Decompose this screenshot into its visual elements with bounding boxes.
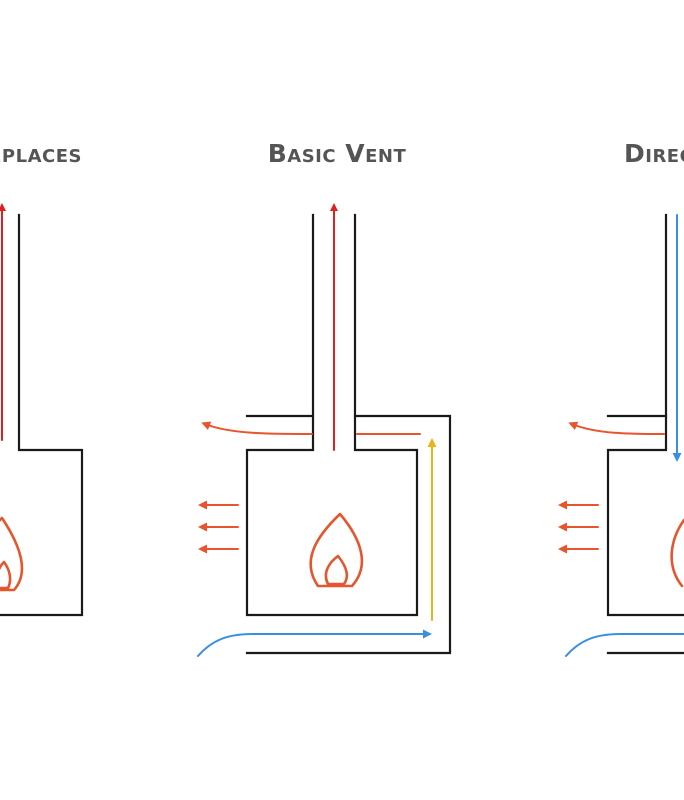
traditional-flame-inner-icon	[0, 560, 12, 590]
basic-hot-air-out-arrow	[201, 421, 313, 435]
direct-flame-icon	[670, 518, 684, 588]
basic-flame-icon	[309, 512, 364, 588]
direct-cool-air-intake-arrow	[565, 633, 684, 657]
panel-basic-vent: Basic Vent	[197, 139, 452, 657]
panel-traditional: Traditional Fireplaces	[0, 139, 84, 617]
traditional-flame-icon	[0, 516, 24, 592]
basic-outer-jacket	[245, 414, 452, 655]
panel-direct-vent: Direct Vent	[558, 139, 684, 657]
basic-inner-wall	[245, 213, 419, 617]
traditional-wall	[0, 213, 84, 617]
panel-title-direct-vent: Direct Vent	[624, 139, 684, 168]
direct-hot-air-out-arrow	[568, 421, 665, 435]
direct-inner-wall	[606, 213, 684, 617]
basic-flame-inner-icon	[324, 554, 349, 586]
panel-title-traditional: Traditional Fireplaces	[0, 139, 82, 168]
basic-cool-air-arrow	[197, 629, 432, 657]
panel-title-basic-vent: Basic Vent	[268, 139, 407, 168]
